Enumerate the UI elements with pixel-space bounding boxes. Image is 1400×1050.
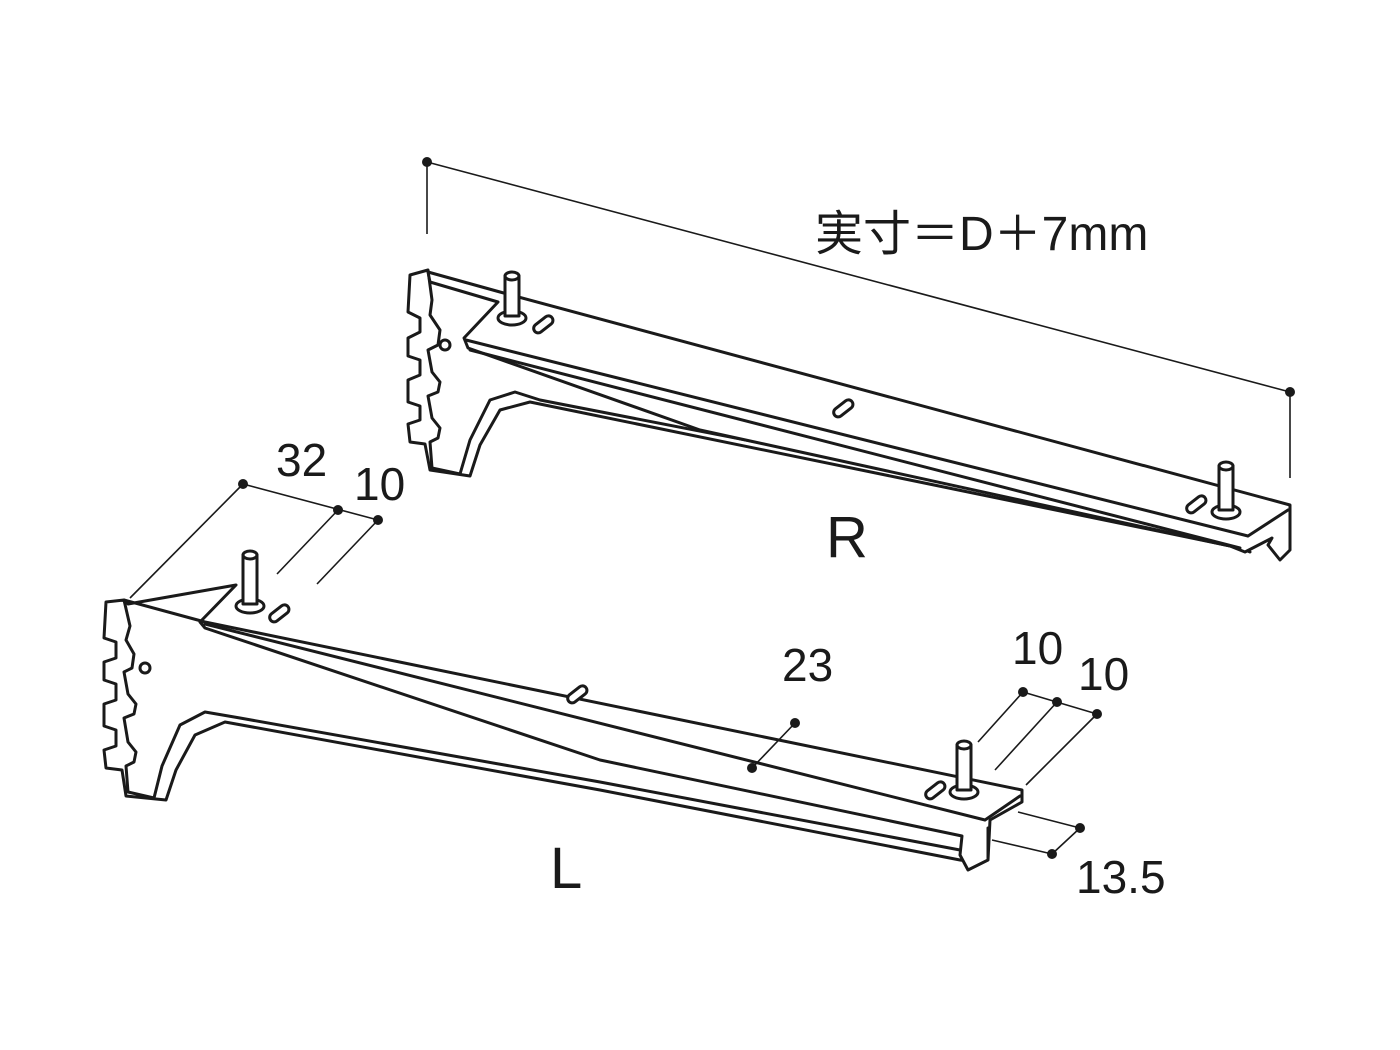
bracket-left-slot-1 xyxy=(268,603,291,624)
bracket-left-pin-back xyxy=(234,549,266,615)
dim-10-top-label: 10 xyxy=(354,458,405,510)
bracket-right-flange xyxy=(426,270,1292,562)
bracket-right-hole xyxy=(438,338,452,352)
bracket-right xyxy=(406,268,1292,562)
dim-23-label: 23 xyxy=(782,639,833,691)
overall-length-dimension xyxy=(422,157,1295,478)
bracket-left-slot-2 xyxy=(566,684,589,705)
dim-32-10-lines xyxy=(129,479,383,599)
bracket-right-flange-edge xyxy=(464,338,1290,550)
left-label: L xyxy=(550,836,582,901)
overall-length-label: 実寸＝D＋7mm xyxy=(815,208,1148,261)
dim-13-5-label: 13.5 xyxy=(1076,851,1166,903)
dim-13-5-lines xyxy=(991,811,1085,859)
bracket-left-hole xyxy=(138,661,152,675)
dim-32-label: 32 xyxy=(276,434,327,486)
dim-23-line xyxy=(747,718,800,773)
bracket-right-slot-3 xyxy=(1185,494,1208,515)
bracket-right-pin-front xyxy=(1210,460,1242,521)
dim-10-10-lines xyxy=(977,687,1102,786)
bracket-right-slot-2 xyxy=(832,398,855,419)
bracket-left-pin-front xyxy=(948,739,980,801)
bracket-right-slot-1 xyxy=(532,314,555,335)
bracket-left-flange xyxy=(122,583,1024,872)
bracket-left-slot-3 xyxy=(924,780,947,801)
dim-10-b-label: 10 xyxy=(1078,648,1129,700)
bracket-left-flange-edge xyxy=(203,622,1022,860)
bracket-right-pin-back xyxy=(496,270,528,327)
bracket-left xyxy=(102,549,1024,872)
right-label: R xyxy=(826,505,868,570)
dim-10-a-label: 10 xyxy=(1012,622,1063,674)
